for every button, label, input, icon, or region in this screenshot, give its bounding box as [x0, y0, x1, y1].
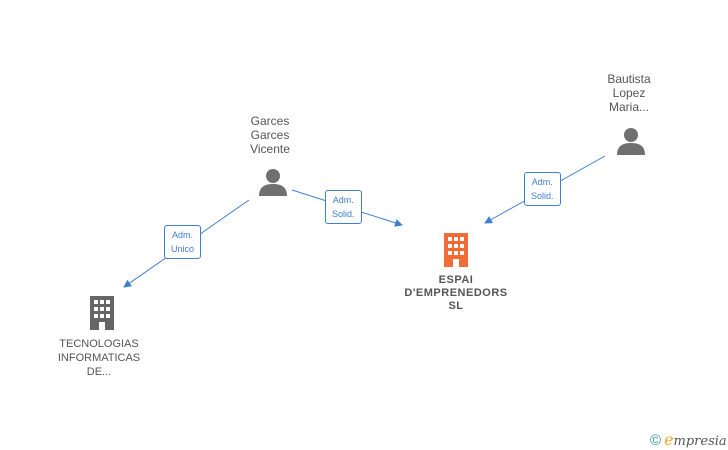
- person-label-bautista[interactable]: Bautista Lopez Maria...: [607, 72, 651, 114]
- brand-logo[interactable]: ©empresia: [650, 430, 727, 449]
- person-icon[interactable]: [258, 168, 288, 196]
- person-icon[interactable]: [616, 127, 646, 155]
- copyright-icon: ©: [650, 432, 662, 449]
- edge-label-bautista-espai[interactable]: Adm. Solid.: [524, 172, 561, 206]
- company-label-tecnologias[interactable]: TECNOLOGIAS INFORMATICAS DE...: [57, 338, 141, 378]
- edge-label-garces-tecnologias[interactable]: Adm. Unico: [164, 225, 202, 259]
- brand-name: mpresia: [673, 434, 727, 449]
- person-label-garces[interactable]: Garces Garces Vicente: [250, 114, 290, 156]
- building-icon[interactable]: [87, 296, 117, 330]
- company-label-espai[interactable]: ESPAI D'EMPRENEDORS SL: [404, 274, 508, 312]
- edge-label-garces-espai[interactable]: Adm. Solid.: [325, 190, 362, 224]
- building-icon[interactable]: [441, 233, 471, 267]
- brand-initial: e: [664, 430, 674, 449]
